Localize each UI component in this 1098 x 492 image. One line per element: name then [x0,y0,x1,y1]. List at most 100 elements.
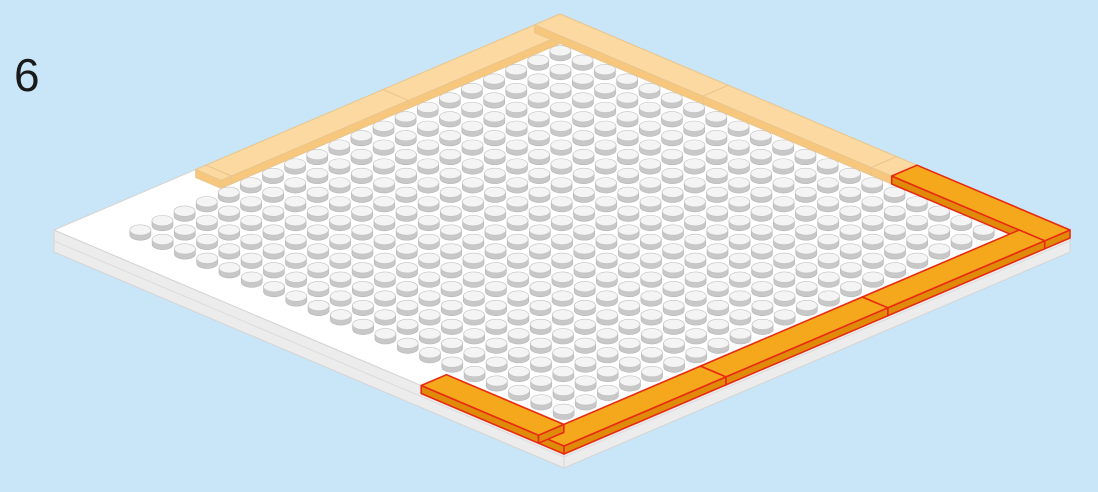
stud [486,357,507,372]
stud [507,234,528,249]
stud [419,310,440,325]
stud [686,347,707,362]
stud [485,281,506,296]
stud [729,215,750,230]
stud [463,291,484,306]
stud [684,121,705,136]
stud [730,310,751,325]
stud-top [642,366,663,376]
stud-top [241,272,262,282]
stud [729,253,750,268]
stud [351,187,372,202]
stud-top [507,234,528,244]
stud-top [641,329,662,339]
stud-top [462,178,483,188]
stud [641,291,662,306]
stud [862,196,883,211]
stud-top [796,281,817,291]
stud-top [817,178,838,188]
stud-top [618,206,639,216]
stud-top [486,376,507,386]
stud [596,234,617,249]
stud [619,376,640,391]
stud [485,225,506,240]
stud [728,159,749,174]
stud [241,234,262,249]
stud [174,206,195,221]
stud-top [685,253,706,263]
stud-top [307,168,328,178]
stud [441,244,462,259]
stud [262,168,283,183]
stud [219,244,240,259]
stud-top [597,329,618,339]
stud-top [396,187,417,197]
stud-top [617,149,638,159]
stud [796,263,817,278]
stud-top [374,215,395,225]
stud-top [441,281,462,291]
stud [597,366,618,381]
stud-top [862,196,883,206]
stud [463,215,484,230]
stud [240,178,261,193]
stud [307,206,328,221]
stud [396,244,417,259]
stud [241,272,262,287]
stud-top [729,178,750,188]
stud-top [684,178,705,188]
stud-top [375,329,396,339]
stud-top [596,196,617,206]
stud [553,404,574,419]
stud [552,291,573,306]
stud-top [441,244,462,254]
stud [641,347,662,362]
stud-top [664,357,685,367]
stud [553,347,574,362]
stud [351,149,372,164]
stud-top [684,159,705,169]
stud [373,159,394,174]
stud-top [552,253,573,263]
stud-top [706,187,727,197]
stud [595,178,616,193]
stud-top [419,272,440,282]
stud-top [619,319,640,329]
stud [530,338,551,353]
stud [329,159,350,174]
stud [330,310,351,325]
stud-top [486,300,507,310]
stud-top [418,234,439,244]
stud-top [729,253,750,263]
stud-top [196,215,217,225]
stud [462,178,483,193]
stud-top [664,338,685,348]
stud [639,140,660,155]
stud [572,93,593,108]
stud [686,329,707,344]
stud [330,272,351,287]
stud-top [550,64,571,74]
stud-top [528,74,549,84]
stud [506,121,527,136]
stud-top [530,338,551,348]
stud [550,46,571,61]
stud-top [730,329,751,339]
stud-top [752,319,773,329]
stud-top [353,319,374,329]
stud-top [596,291,617,301]
stud [440,149,461,164]
stud [707,263,728,278]
stud [684,178,705,193]
stud-top [751,244,772,254]
stud [218,206,239,221]
stud-top [685,272,706,282]
stud [706,168,727,183]
stud-top [551,121,572,131]
stud [417,121,438,136]
stud-top [662,187,683,197]
stud [617,112,638,127]
stud [462,121,483,136]
stud-top [685,291,706,301]
